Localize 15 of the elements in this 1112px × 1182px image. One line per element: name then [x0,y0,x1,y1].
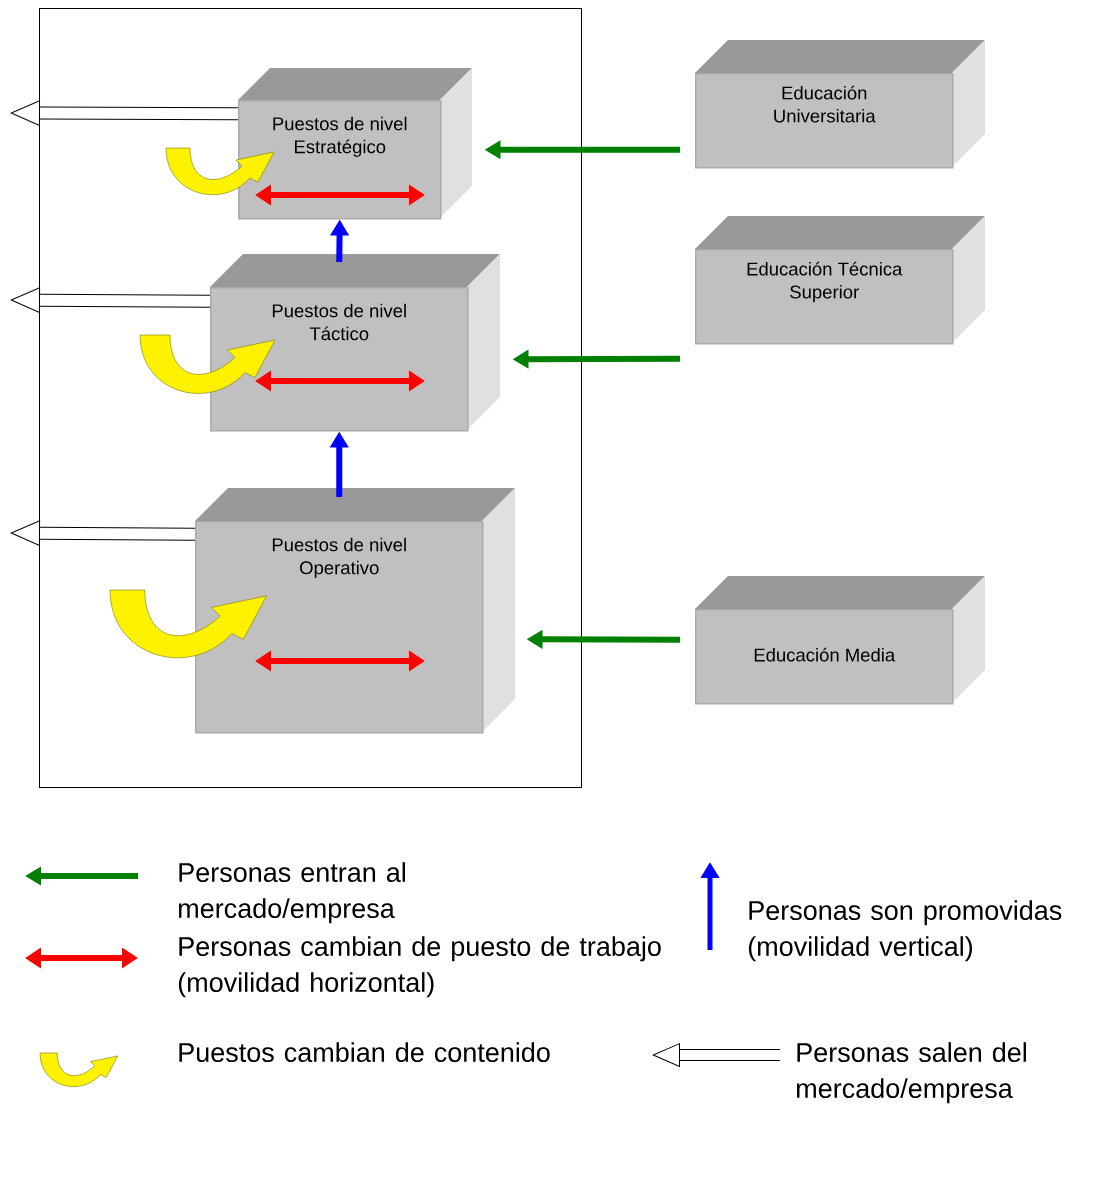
cube-box: Educación Técnica Superior [695,216,985,345]
legend-text: Personas son promovidas (movilidad vertical) [748,900,1062,962]
cube-box: Puestos de nivel Táctico [210,254,500,432]
legend-text: Personas entran al mercado/empresa [179,862,405,924]
cube-box: Educación Universitaria [695,40,985,169]
arrow [10,520,196,547]
cube-box: Educación Media [695,576,985,705]
arrow [10,287,211,314]
arrow [10,100,239,126]
legend-text: Personas salen del mercado/empresa [797,1042,1026,1104]
frame [39,8,582,788]
legend-text: Personas cambian de puesto de trabajo (movilidad horizontal) [178,936,661,998]
legend-text: Puestos cambian de contenido [179,1042,550,1063]
cube-box: Puestos de nivel Operativo [195,488,515,734]
cube-box: Puestos de nivel Estratégico [238,68,472,220]
